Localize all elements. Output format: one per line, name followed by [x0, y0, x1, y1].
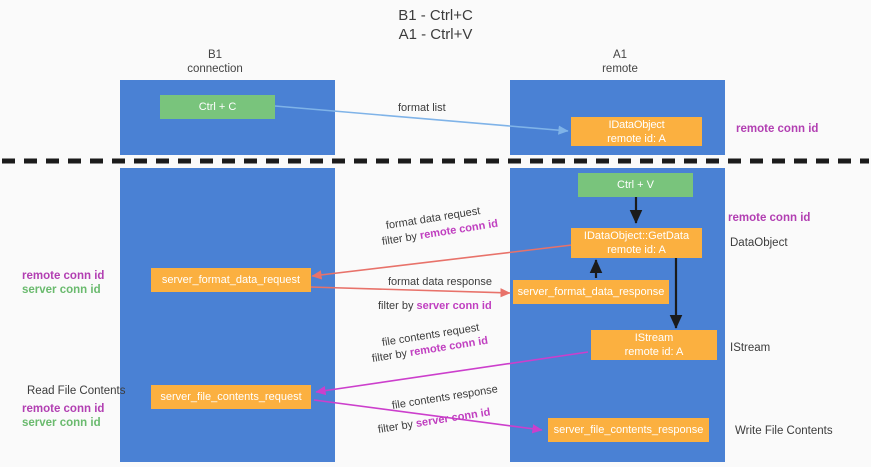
- node-idataobject-getdata[interactable]: IDataObject::GetData remote id: A: [571, 228, 702, 258]
- node-server-file-contents-request[interactable]: server_file_contents_request: [151, 385, 311, 409]
- annotation-dataobject: DataObject: [730, 237, 788, 249]
- edge-label-format-data-response: format data response: [388, 276, 492, 288]
- filter-prefix: filter by: [377, 418, 417, 436]
- filter-prefix: filter by: [371, 347, 411, 365]
- filter-prefix: filter by: [378, 300, 417, 312]
- column-header-a1-name: A1: [612, 49, 628, 61]
- edge-label-format-list: format list: [398, 102, 446, 114]
- annotation-read-file-contents: Read File Contents: [27, 385, 126, 397]
- column-header-b1-name: B1: [207, 49, 223, 61]
- edge-label-format-data-response-filter: filter by server conn id: [378, 299, 492, 313]
- annotation-left-server-conn-id-bottom: server conn id: [22, 417, 101, 429]
- annotation-left-remote-conn-id-bottom: remote conn id: [22, 403, 105, 415]
- node-ctrl-v-label: Ctrl + V: [617, 179, 654, 191]
- annotation-remote-conn-id-top: remote conn id: [736, 123, 819, 135]
- column-header-a1: A1 remote: [540, 48, 700, 76]
- annotation-write-file-contents: Write File Contents: [735, 425, 833, 437]
- annotation-left-server-conn-id-mid: server conn id: [22, 284, 101, 296]
- annotation-istream: IStream: [730, 342, 771, 354]
- annotation-left-remote-conn-id-mid: remote conn id: [22, 270, 105, 282]
- diagram-title: B1 - Ctrl+C A1 - Ctrl+V: [0, 6, 871, 44]
- node-istream[interactable]: IStream remote id: A: [591, 330, 717, 360]
- node-idataobject[interactable]: IDataObject remote id: A: [571, 117, 702, 146]
- node-server-format-data-request-label: server_format_data_request: [161, 274, 301, 286]
- title-line-1: B1 - Ctrl+C: [398, 7, 473, 24]
- column-header-a1-sub: remote: [602, 63, 638, 75]
- node-server-format-data-response[interactable]: server_format_data_response: [513, 280, 669, 304]
- node-server-format-data-response-label: server_format_data_response: [517, 286, 665, 298]
- node-ctrl-v[interactable]: Ctrl + V: [578, 173, 693, 197]
- filter-key-server-conn-id: server conn id: [416, 300, 492, 312]
- node-idataobject-remote-id: remote id: A: [607, 132, 666, 145]
- node-istream-label: IStream: [634, 332, 674, 344]
- annotation-remote-conn-id-mid: remote conn id: [728, 212, 811, 224]
- node-getdata-remote-id: remote id: A: [607, 244, 666, 256]
- node-idataobject-label: IDataObject: [608, 118, 665, 131]
- lane-b1-lower: [120, 168, 335, 462]
- node-server-file-contents-response[interactable]: server_file_contents_response: [548, 418, 709, 442]
- lane-a1-lower: [510, 168, 725, 462]
- node-getdata-label: IDataObject::GetData: [583, 230, 690, 242]
- node-server-file-contents-request-label: server_file_contents_request: [160, 391, 302, 403]
- column-header-b1: B1 connection: [135, 48, 295, 76]
- column-header-b1-sub: connection: [187, 63, 243, 75]
- node-server-format-data-request[interactable]: server_format_data_request: [151, 268, 311, 292]
- node-server-file-contents-response-label: server_file_contents_response: [553, 424, 704, 436]
- title-line-2: A1 - Ctrl+V: [398, 26, 473, 43]
- node-ctrl-c-label: Ctrl + C: [198, 101, 237, 113]
- node-istream-remote-id: remote id: A: [624, 346, 684, 358]
- node-ctrl-c[interactable]: Ctrl + C: [160, 95, 275, 119]
- filter-key-server-conn-id: server conn id: [415, 406, 492, 430]
